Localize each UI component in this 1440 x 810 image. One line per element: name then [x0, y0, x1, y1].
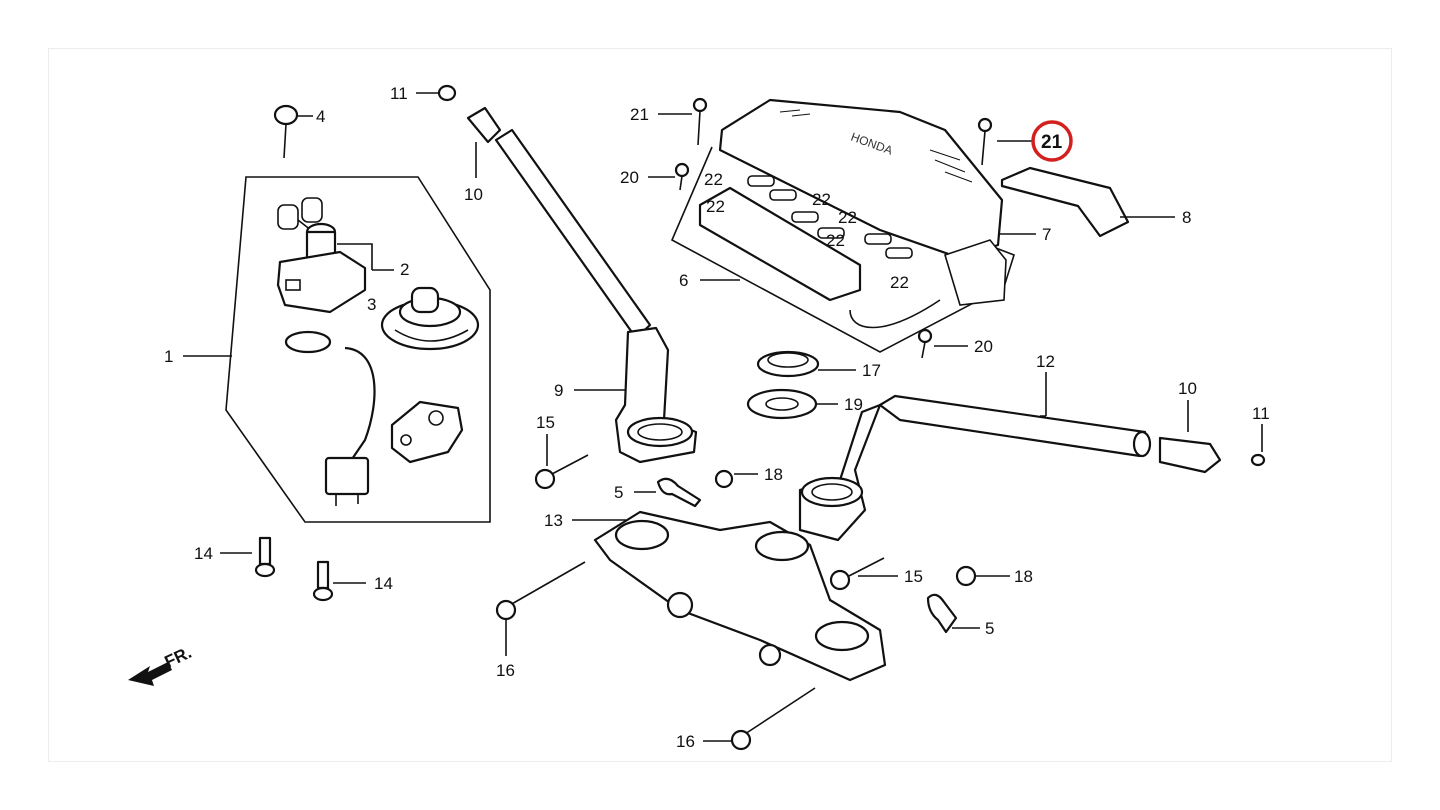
- seat-lock-part: [390, 400, 464, 464]
- callout-10a: 10: [464, 185, 483, 204]
- callout-2: 2: [400, 260, 409, 279]
- diagram-frame: [48, 48, 1392, 762]
- bolts-16: [495, 561, 816, 751]
- part-8-plate: [1000, 166, 1130, 238]
- callout-9: 9: [554, 381, 563, 400]
- callout-13: 13: [544, 511, 563, 530]
- callout-21b-highlighted: 21: [1041, 132, 1063, 153]
- callout-22a: 22: [704, 170, 723, 189]
- callout-19: 19: [844, 395, 863, 414]
- part-11-grip-end-top: [437, 84, 457, 102]
- steering-nut-and-washer: [746, 350, 820, 420]
- callout-1: 1: [164, 347, 173, 366]
- callout-16a: 16: [496, 661, 515, 680]
- callout-14b: 14: [374, 574, 393, 593]
- callout-5b: 5: [985, 619, 994, 638]
- callout-12: 12: [1036, 352, 1055, 371]
- callout-22b: 22: [812, 190, 831, 209]
- right-handlebar: [798, 394, 1266, 542]
- callout-21a: 21: [630, 105, 649, 124]
- left-handlebar: [466, 106, 698, 464]
- callout-labels: 1 2 3 4 5 5 6 7 8 9 10 10 11 11 12 13 14…: [162, 84, 1270, 751]
- callout-14a: 14: [194, 544, 213, 563]
- callout-7: 7: [1042, 225, 1051, 244]
- callout-3: 3: [367, 295, 376, 314]
- callout-17: 17: [862, 361, 881, 380]
- meter-bolts: [674, 97, 993, 359]
- ignition-switch-body: [276, 222, 376, 506]
- callout-15a: 15: [536, 413, 555, 432]
- callout-22e: 22: [890, 273, 909, 292]
- callout-20b: 20: [974, 337, 993, 356]
- callout-22f: 22: [706, 197, 725, 216]
- fasteners: [534, 454, 977, 634]
- callout-18a: 18: [764, 465, 783, 484]
- callout-6: 6: [679, 271, 688, 290]
- callout-15b: 15: [904, 567, 923, 586]
- callout-22d: 22: [826, 231, 845, 250]
- callout-4: 4: [316, 107, 325, 126]
- callout-11b: 11: [1252, 404, 1270, 423]
- fuel-cap-part: [380, 286, 480, 351]
- callout-10b: 10: [1178, 379, 1197, 398]
- callout-11a: 11: [390, 84, 408, 103]
- ignition-switch-group: [225, 176, 491, 523]
- callout-20a: 20: [620, 168, 639, 187]
- leader-lines: [183, 92, 1263, 742]
- callout-8: 8: [1182, 208, 1191, 227]
- front-direction-arrow: [128, 662, 172, 686]
- callout-5a: 5: [614, 483, 623, 502]
- callout-18b: 18: [1014, 567, 1033, 586]
- top-bridge-part-13: [593, 510, 887, 682]
- callout-22c: 22: [838, 208, 857, 227]
- part-4-bolt: [273, 104, 299, 159]
- highlight-circle: [1031, 120, 1073, 162]
- meter-assembly: HONDA: [670, 98, 1015, 353]
- bolts-14: [254, 536, 334, 602]
- callout-16b: 16: [676, 732, 695, 751]
